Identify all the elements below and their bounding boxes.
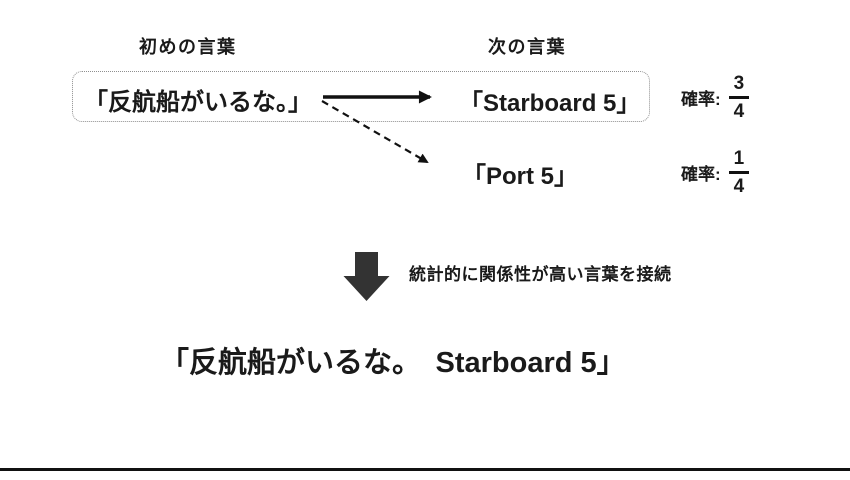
fraction-denominator: 4	[733, 100, 745, 122]
bottom-divider-line	[0, 468, 850, 471]
result-sentence: 「反航船がいるな。 Starboard 5」	[160, 347, 626, 379]
down-block-arrow	[343, 252, 390, 301]
next-word-column-label: 次の言葉	[488, 37, 566, 57]
fraction-three-quarters: 3 4	[728, 72, 750, 123]
source-phrase: 「反航船がいるな。」	[84, 89, 312, 116]
fraction-denominator: 4	[733, 175, 745, 197]
fraction-numerator: 1	[728, 147, 750, 174]
fraction-numerator: 3	[728, 72, 750, 99]
probability-starboard: 確率: 3 4	[681, 71, 750, 123]
candidate-word-starboard: 「Starboard 5」	[459, 90, 641, 117]
transition-note: 統計的に関係性が高い言葉を接続	[409, 265, 672, 284]
first-word-column-label: 初めの言葉	[139, 37, 237, 57]
candidate-word-port: 「Port 5」	[462, 163, 579, 190]
fraction-one-quarter: 1 4	[728, 147, 750, 198]
probability-port: 確率: 1 4	[681, 146, 750, 198]
probability-label: 確率:	[681, 164, 721, 184]
probability-label: 確率:	[681, 89, 721, 109]
